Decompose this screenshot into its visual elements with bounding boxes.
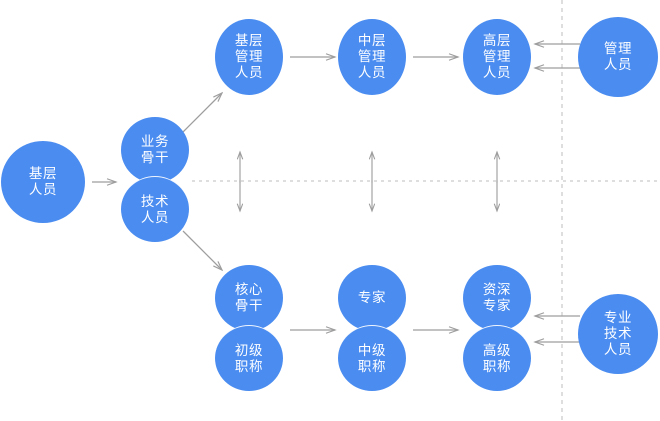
node-middle-management[interactable]: 中层管理人员 — [338, 19, 406, 95]
node-technical-staff[interactable]: 技术人员 — [121, 176, 189, 242]
node-junior-title[interactable]: 初级职称 — [215, 325, 283, 391]
node-label-line: 人员 — [603, 57, 633, 72]
node-management-track[interactable]: 管理人员 — [578, 17, 658, 97]
node-core-backbone[interactable]: 核心骨干 — [215, 265, 283, 331]
node-label-line: 专家 — [482, 298, 512, 313]
node-label-line: 专业 — [603, 310, 633, 326]
node-label-line: 管理 — [234, 49, 264, 65]
node-label-line: 人员 — [234, 64, 264, 80]
node-label-line: 职称 — [357, 358, 387, 374]
node-label-line: 人员 — [140, 209, 170, 225]
node-label-line: 核心 — [234, 282, 264, 298]
node-label-line: 技术 — [603, 326, 633, 342]
node-label-line: 人员 — [28, 182, 58, 197]
node-senior-management[interactable]: 高层管理人员 — [463, 19, 531, 95]
node-senior-expert[interactable]: 资深专家 — [463, 265, 531, 331]
node-professional-technical-track[interactable]: 专业技术人员 — [578, 294, 658, 374]
guide-lines — [192, 0, 660, 421]
node-label-line: 基层 — [28, 166, 58, 182]
node-label-line: 管理 — [603, 41, 633, 57]
node-label-line: 中层 — [357, 33, 387, 49]
node-label-line: 资深 — [482, 282, 512, 298]
node-label-line: 初级 — [234, 342, 264, 358]
node-label-line: 管理 — [357, 49, 387, 65]
node-expert[interactable]: 专家 — [338, 265, 406, 331]
node-label-line: 人员 — [482, 64, 512, 80]
vertical-double-arrows — [240, 152, 497, 211]
node-label-line: 专家 — [357, 290, 387, 306]
arrow-split-to-technical — [182, 230, 224, 272]
node-junior-management[interactable]: 基层管理人员 — [215, 19, 283, 95]
node-label-line: 技术 — [140, 193, 170, 209]
straight-arrows — [92, 40, 580, 346]
node-label-line: 高层 — [482, 33, 512, 49]
node-label-line: 基层 — [234, 33, 264, 49]
node-label-line: 业务 — [140, 134, 170, 150]
node-label-line: 骨干 — [140, 150, 170, 165]
node-label-line: 人员 — [357, 64, 387, 80]
arrow-split-to-management — [182, 91, 224, 133]
node-entry-staff[interactable]: 基层人员 — [1, 141, 85, 223]
node-label-line: 职称 — [482, 358, 512, 374]
node-middle-title[interactable]: 中级职称 — [338, 325, 406, 391]
node-business-backbone[interactable]: 业务骨干 — [121, 117, 189, 183]
node-label-line: 管理 — [482, 49, 512, 65]
node-label-line: 骨干 — [234, 298, 264, 313]
node-senior-title[interactable]: 高级职称 — [463, 325, 531, 391]
node-label-line: 职称 — [234, 358, 264, 374]
node-label-line: 高级 — [482, 342, 512, 358]
node-label-line: 中级 — [357, 342, 387, 358]
node-label-line: 人员 — [603, 341, 633, 357]
diagonal-arrows — [182, 91, 224, 272]
